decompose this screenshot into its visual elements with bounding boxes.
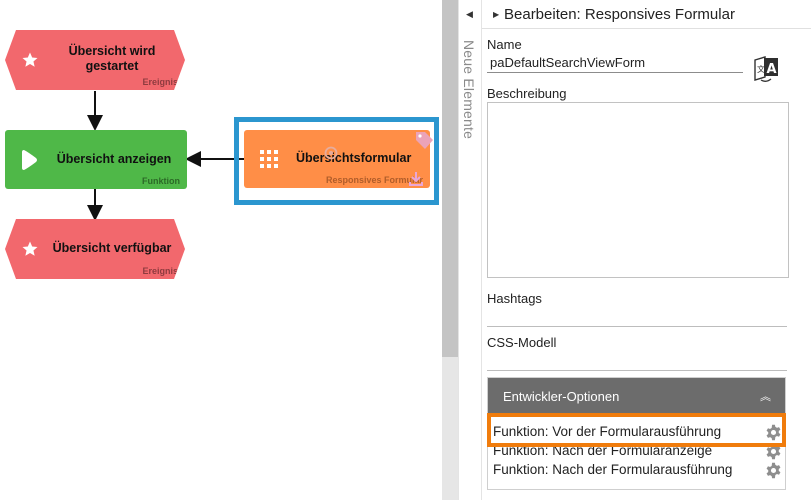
new-elements-tab[interactable] xyxy=(458,0,482,500)
selection-frame xyxy=(234,117,439,205)
event-start-title: Übersicht wird gestartet xyxy=(49,44,175,74)
model-canvas[interactable]: Übersicht wird gestartet Ereignis Übersi… xyxy=(0,0,442,500)
svg-text:A: A xyxy=(767,62,777,77)
translate-icon[interactable]: 文 A xyxy=(752,54,780,82)
function-show-title: Übersicht anzeigen xyxy=(56,152,172,166)
name-label: Name xyxy=(487,37,522,52)
chevron-up-icon[interactable]: ︽ xyxy=(760,391,771,403)
tag-icon[interactable] xyxy=(414,130,434,152)
panel-title: Bearbeiten: Responsives Formular xyxy=(504,6,735,23)
gear-icon[interactable] xyxy=(765,424,782,441)
gear-icon[interactable] xyxy=(765,462,782,479)
link-icon[interactable] xyxy=(323,145,339,161)
developer-options-title: Entwickler-Optionen xyxy=(503,389,620,404)
developer-options-header[interactable]: Entwickler-Optionen ︽ xyxy=(488,378,785,414)
dev-option-label: Funktion: Nach der Formularausführung xyxy=(493,462,733,477)
new-elements-label[interactable]: Neue Elemente xyxy=(461,40,477,140)
gear-icon[interactable] xyxy=(765,443,782,460)
dev-option-label: Funktion: Vor der Formularausführung xyxy=(493,424,722,439)
event-start-shape[interactable]: Übersicht wird gestartet Ereignis xyxy=(5,30,185,90)
event-end-title: Übersicht verfügbar xyxy=(52,241,172,255)
event-start-title-line2: gestartet xyxy=(85,59,139,73)
function-show-shape[interactable]: Übersicht anzeigen Funktion xyxy=(5,130,187,189)
hashtags-label: Hashtags xyxy=(487,291,542,306)
event-end-shape[interactable]: Übersicht verfügbar Ereignis xyxy=(5,219,185,279)
expand-arrow-icon[interactable]: ▶ xyxy=(493,10,500,19)
event-start-title-line1: Übersicht wird xyxy=(68,44,156,58)
description-textarea[interactable] xyxy=(487,102,789,278)
collapse-left-icon[interactable]: ◀ xyxy=(466,9,473,19)
form-shape[interactable]: Übersichtsformular Responsives Formular xyxy=(244,130,433,188)
name-field[interactable] xyxy=(487,52,743,73)
svg-text:文: 文 xyxy=(757,64,765,74)
css-model-field[interactable] xyxy=(487,370,787,371)
dev-option-after-execution[interactable]: Funktion: Nach der Formularausführung xyxy=(488,460,785,480)
grid-icon xyxy=(260,150,278,168)
form-type: Responsives Formular xyxy=(325,175,423,185)
function-show-type: Funktion xyxy=(142,176,180,186)
highlight-frame xyxy=(487,413,786,447)
star-icon xyxy=(22,52,38,67)
event-end-type: Ereignis xyxy=(142,266,178,276)
canvas-scrollbar-thumb[interactable] xyxy=(442,0,458,357)
download-icon[interactable] xyxy=(408,171,424,187)
panel-header[interactable]: ▶ Bearbeiten: Responsives Formular xyxy=(482,0,811,29)
event-start-type: Ereignis xyxy=(142,77,178,87)
star-icon xyxy=(22,241,38,256)
hashtags-field[interactable] xyxy=(487,326,787,327)
play-icon xyxy=(22,150,37,170)
dev-option-before-execution[interactable]: Funktion: Vor der Formularausführung xyxy=(488,422,785,442)
css-model-label: CSS-Modell xyxy=(487,335,557,350)
description-label: Beschreibung xyxy=(487,86,567,101)
